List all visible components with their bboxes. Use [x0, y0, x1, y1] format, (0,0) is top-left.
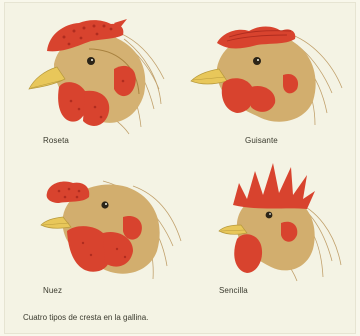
- rose-comb-rooster-illustration: [19, 9, 169, 139]
- single-comb-rooster-illustration: [217, 153, 357, 283]
- pea-comb-label: Guisante: [245, 136, 278, 145]
- figure-caption: Cuatro tipos de cresta en la gallina.: [23, 313, 148, 322]
- walnut-comb-label: Nuez: [43, 286, 62, 295]
- single-comb-label: Sencilla: [219, 286, 248, 295]
- figure-plate: Roseta: [4, 2, 356, 334]
- walnut-comb-rooster-illustration: [33, 171, 183, 286]
- pea-comb-rooster-illustration: [187, 13, 347, 133]
- rose-comb-label: Roseta: [43, 136, 69, 145]
